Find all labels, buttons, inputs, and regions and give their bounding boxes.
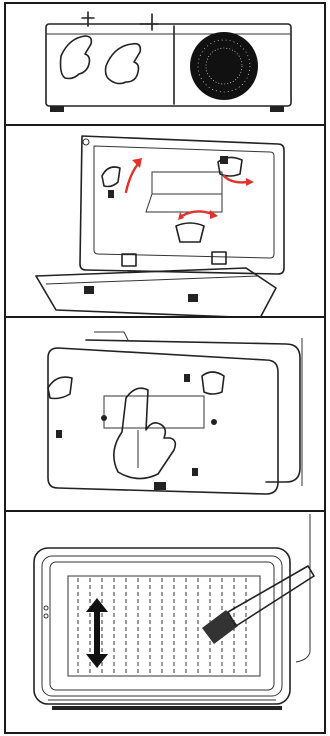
step-4-panel <box>4 510 326 734</box>
open-door-remove-filter-icon <box>6 126 326 318</box>
step-2-panel <box>4 124 326 318</box>
pull-out-filter-icon <box>6 318 326 512</box>
brush-clean-filter-icon <box>6 512 326 734</box>
dishwasher-front-press-icon <box>6 4 326 126</box>
step-1-panel <box>4 2 326 126</box>
step-3-panel <box>4 316 326 512</box>
